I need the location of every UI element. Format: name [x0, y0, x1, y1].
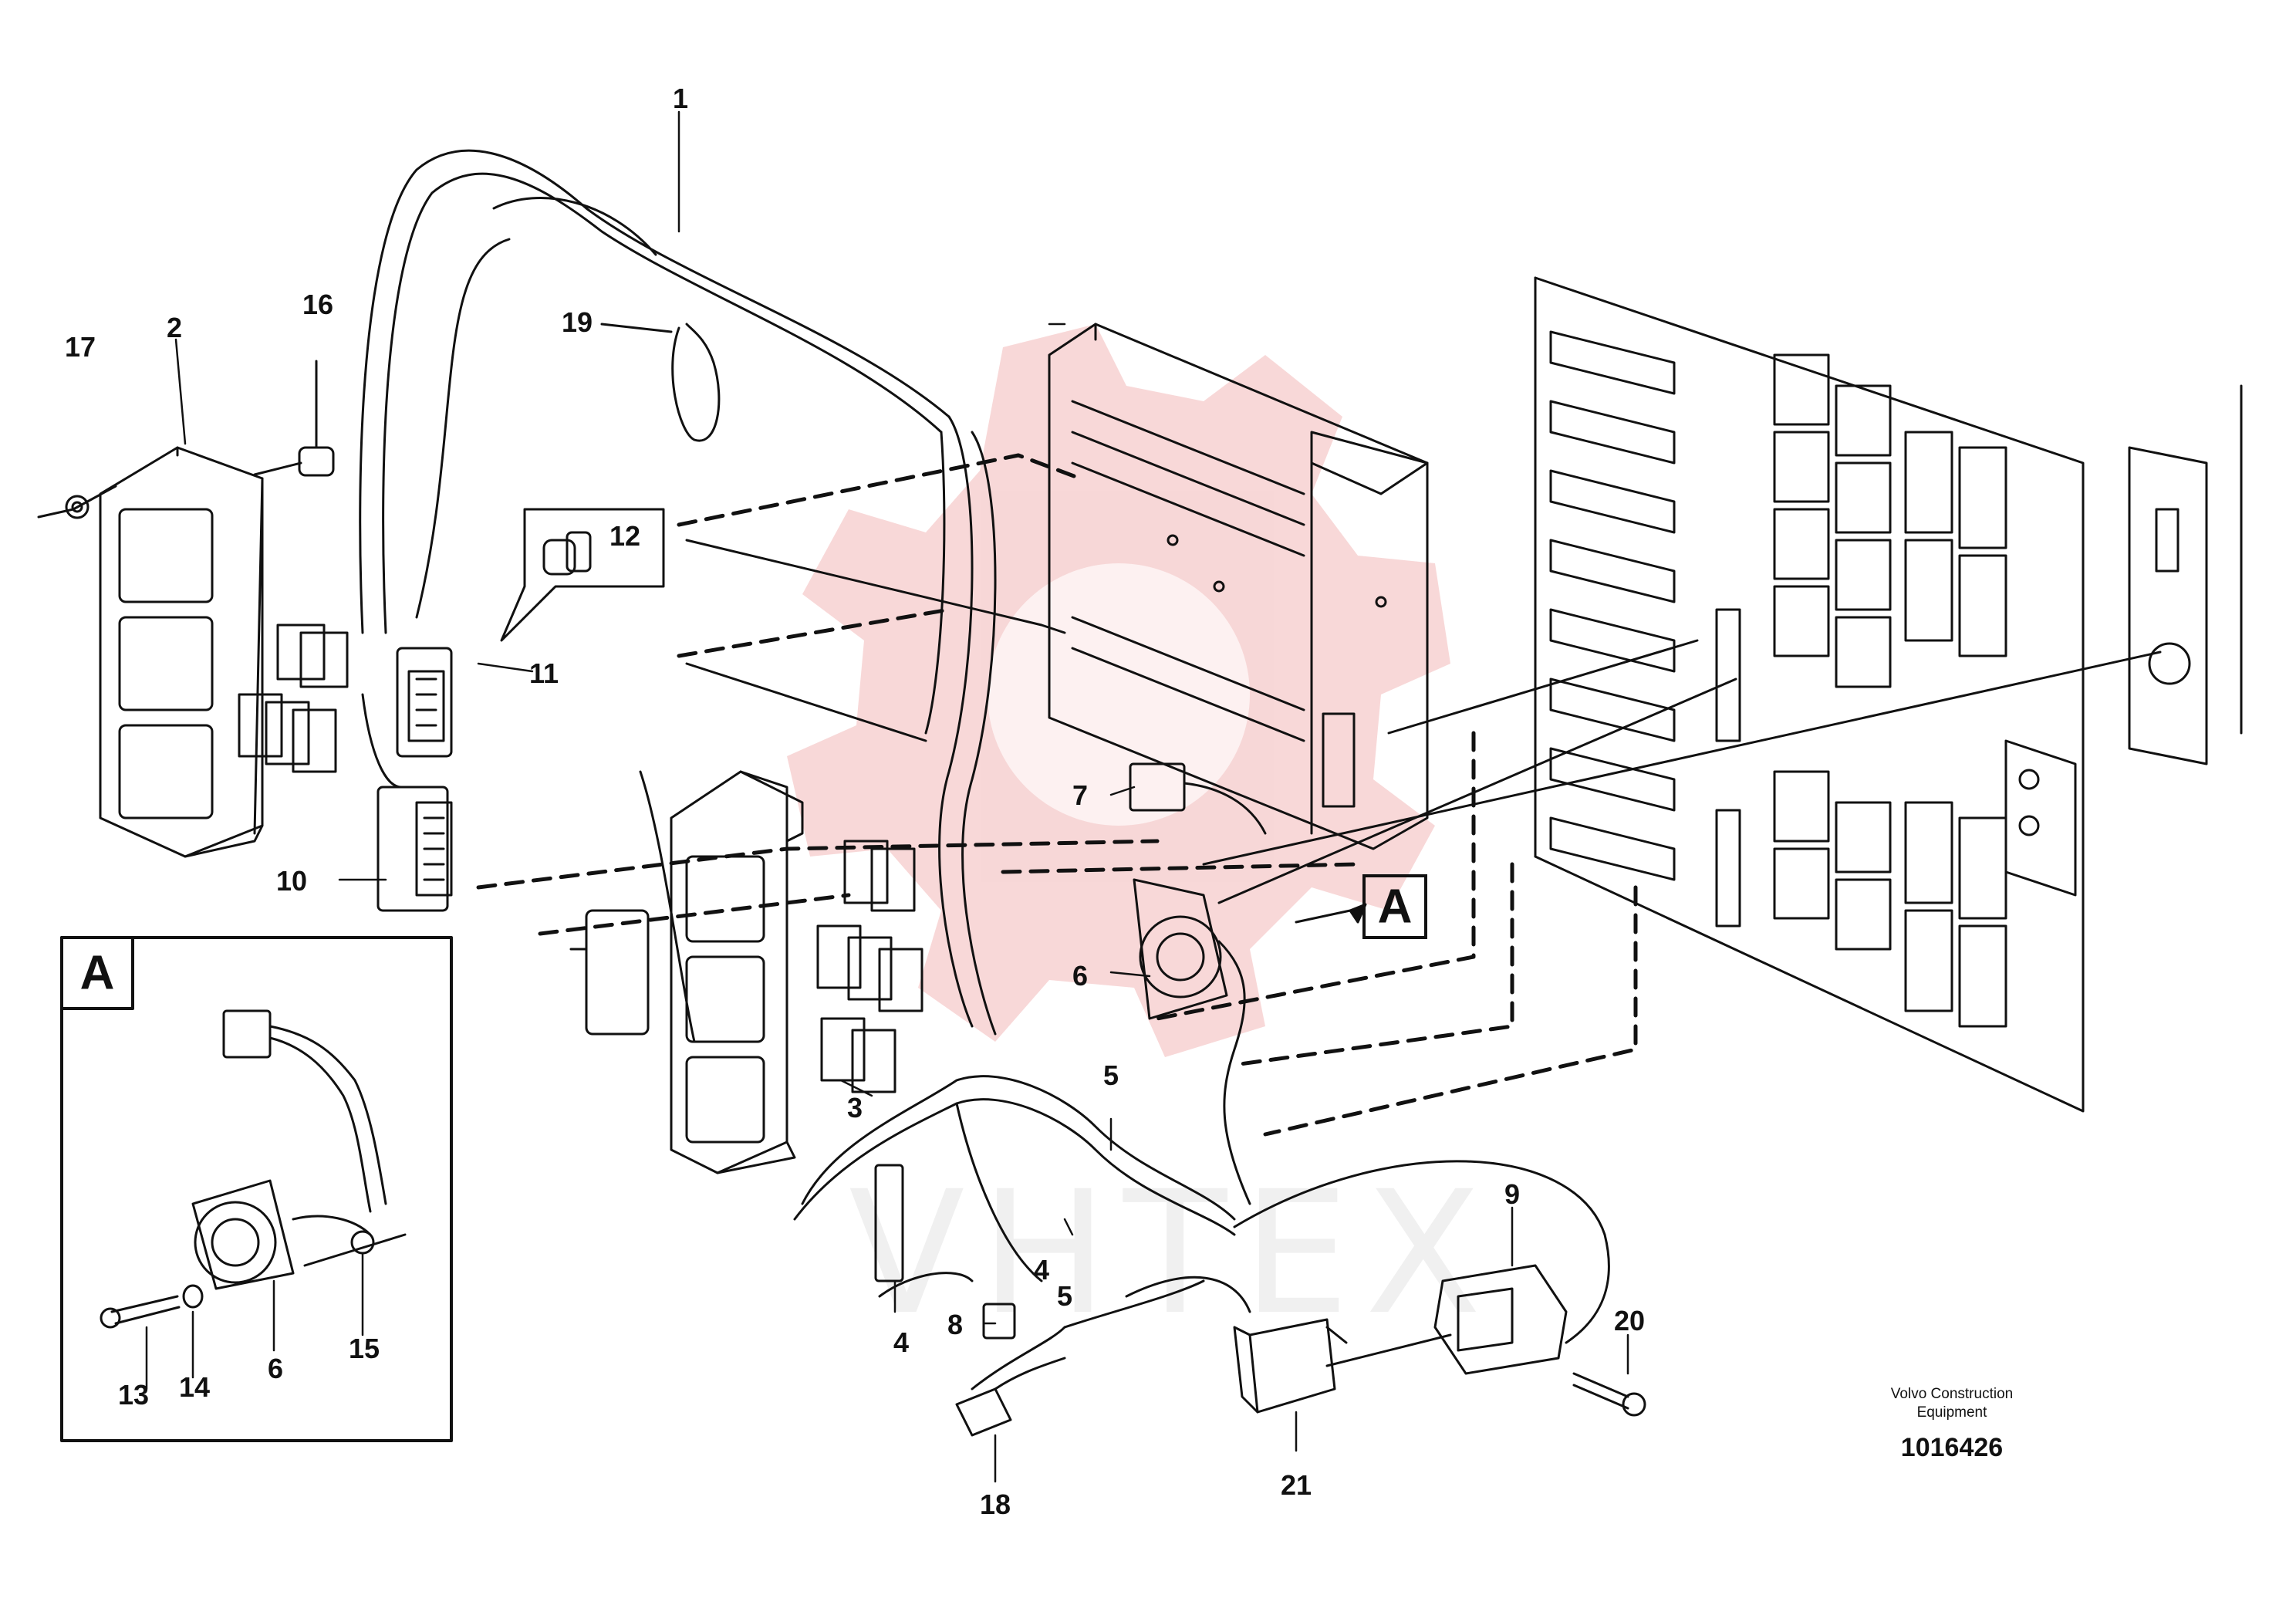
callout-box-12: [500, 508, 665, 642]
connector-part-11: [396, 647, 453, 758]
relay-cluster-upper: [238, 623, 349, 773]
detail-view-a: [60, 936, 453, 1442]
nut-part-17: [37, 485, 117, 519]
connector-part-18: [955, 1357, 1066, 1437]
cable-tie-part-19: [600, 323, 721, 442]
watermark-text: VHTEX: [849, 1154, 1497, 1352]
watermark-gear: [787, 324, 1450, 1057]
side-plate: [2128, 384, 2243, 765]
view-a-arrow: [1295, 903, 1367, 924]
board-bracket: [2004, 739, 2077, 897]
lower-harness: [793, 1075, 1610, 1391]
view-a-marker: [1362, 874, 1427, 939]
main-wiring-harness: [359, 149, 997, 1043]
plug-part-12: [542, 531, 592, 576]
connector-loose: [569, 909, 650, 1036]
screw-part-20: [1572, 1372, 1646, 1417]
spacer-part-16: [253, 360, 335, 477]
control-unit-box: [1048, 323, 1429, 850]
connector-part-7: [1129, 762, 1267, 835]
callout-leaders: [174, 110, 1629, 1483]
bracket-left: [99, 446, 264, 858]
board-slots: [1549, 330, 1676, 881]
bracket-lower: [670, 770, 804, 1174]
board-relays: [1773, 353, 2007, 1028]
svg-text:VHTEX: VHTEX: [849, 1154, 1497, 1352]
solid-leaders: [685, 539, 2162, 1367]
connector-part-8: [982, 1303, 1016, 1340]
relay-cluster-lower: [816, 840, 923, 1093]
diagnostic-socket-part-6: [1133, 878, 1251, 1205]
relay-socket-part-9: [1433, 1264, 1568, 1375]
connector-part-10: [376, 786, 453, 912]
relay-part-21: [1233, 1318, 1348, 1414]
relay-board: [1534, 276, 2085, 1113]
connector-part-4: [874, 1164, 904, 1282]
